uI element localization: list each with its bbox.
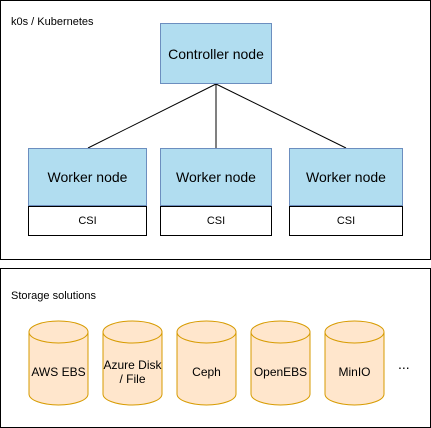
csi-box-2: CSI [160,206,272,236]
worker-node-1: Worker node [28,148,147,206]
storage-cylinder-minio: MinIO [324,320,385,406]
storage-cylinder-ceph: Ceph [176,320,237,406]
controller-node: Controller node [160,23,272,84]
worker-node-2: Worker node [160,148,272,206]
csi-box-3: CSI [289,206,403,236]
storage-panel-title: Storage solutions [11,290,96,302]
worker-node-3: Worker node [289,148,403,206]
storage-label: Azure Disk / File [103,358,162,386]
storage-cylinder-azure: Azure Disk / File [102,320,163,406]
storage-cylinder-aws-ebs: AWS EBS [28,320,89,406]
storage-label: AWS EBS [31,365,86,379]
storage-label: OpenEBS [253,365,308,379]
csi-box-1: CSI [28,206,147,236]
storage-label: MinIO [338,365,371,379]
more-ellipsis: ... [398,356,410,372]
storage-label: Ceph [192,365,221,379]
storage-cylinder-openebs: OpenEBS [250,320,311,406]
cluster-panel-title: k0s / Kubernetes [11,16,94,28]
